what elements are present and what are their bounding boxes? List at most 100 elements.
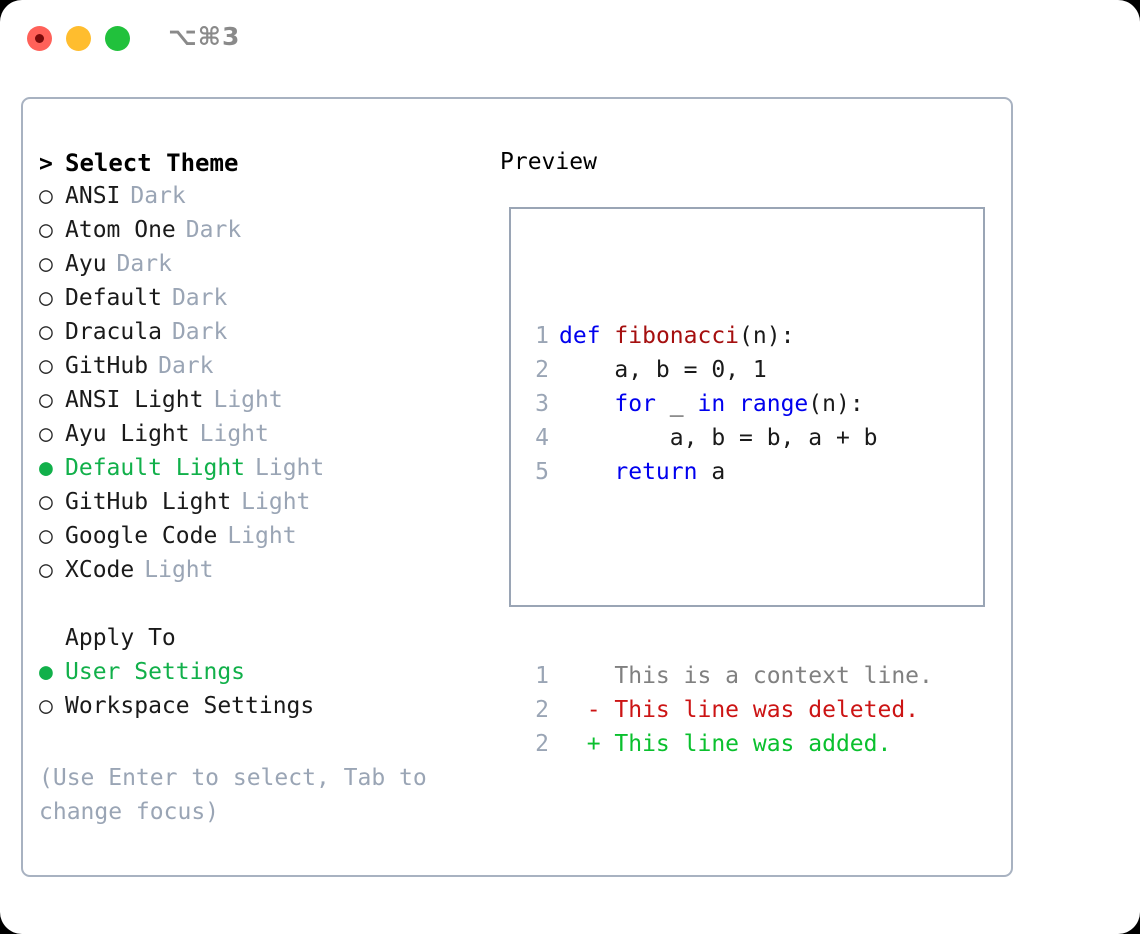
radio-unselected-icon: ○ [39, 693, 53, 719]
diff-line-ctx: 1 This is a context line. [523, 659, 933, 693]
line-number: 4 [535, 425, 549, 451]
theme-option-label: XCode [65, 557, 135, 583]
minimize-button[interactable] [66, 26, 91, 51]
line-number: 3 [535, 391, 549, 417]
code-token: a, b = 0, 1 [559, 357, 767, 383]
radio-selected-icon: ● [39, 659, 53, 685]
theme-option-tag: Dark [116, 251, 172, 277]
code-token: (n): [739, 323, 795, 349]
apply-to-option-workspace-settings[interactable]: ○Workspace Settings [39, 693, 479, 727]
diff-sign: - [559, 697, 601, 723]
code-token: a, b = b, a + b [559, 425, 878, 451]
diff-sign: + [559, 731, 601, 757]
line-number: 5 [535, 459, 549, 485]
theme-option-tag: Light [213, 387, 283, 413]
title-bar: ⌥⌘3 [0, 0, 1140, 78]
code-token [601, 323, 615, 349]
code-token: (n): [808, 391, 864, 417]
theme-option-label: Default Light [65, 455, 246, 481]
radio-unselected-icon: ○ [39, 319, 53, 345]
radio-unselected-icon: ○ [39, 285, 53, 311]
theme-option-dracula[interactable]: ○ Dracula Dark [39, 319, 479, 353]
code-token: for [614, 391, 656, 417]
theme-option-tag: Light [199, 421, 269, 447]
code-token [725, 391, 739, 417]
select-theme-title: Select Theme [65, 149, 239, 177]
theme-option-github-light[interactable]: ○ GitHub Light Light [39, 489, 479, 523]
apply-to-title: Apply To [65, 625, 176, 651]
theme-option-ansi-light[interactable]: ○ ANSI Light Light [39, 387, 479, 421]
theme-option-default-light[interactable]: ● Default Light Light [39, 455, 479, 489]
theme-option-label: Dracula [65, 319, 162, 345]
code-line: 2 a, b = 0, 1 [523, 353, 933, 387]
code-token: range [739, 391, 809, 417]
apply-to-spacer-icon [39, 627, 65, 650]
code-token: a [697, 459, 726, 485]
radio-unselected-icon: ○ [39, 183, 53, 209]
radio-unselected-icon: ○ [39, 217, 53, 243]
radio-unselected-icon: ○ [39, 557, 53, 583]
line-number: 2 [535, 697, 549, 723]
code-line: 5 return a [523, 455, 933, 489]
theme-option-label: GitHub [65, 353, 149, 379]
code-token: fibonacci [614, 323, 740, 349]
theme-option-label: ANSI Light [65, 387, 204, 413]
radio-unselected-icon: ○ [39, 387, 53, 413]
theme-option-tag: Dark [130, 183, 186, 209]
diff-text: This line was added. [600, 731, 892, 757]
code-token: return [614, 459, 698, 485]
theme-option-tag: Dark [185, 217, 242, 243]
code-token: _ [655, 391, 698, 417]
list-spacer [39, 591, 479, 625]
radio-selected-icon: ● [39, 455, 53, 481]
theme-option-tag: Light [227, 523, 297, 549]
diff-text: This line was deleted. [600, 697, 920, 723]
theme-option-label: GitHub Light [65, 489, 232, 515]
diff-line-add: 2 + This line was added. [523, 727, 933, 761]
theme-option-label: ANSI [65, 183, 121, 209]
theme-option-tag: Light [144, 557, 214, 583]
line-number: 1 [535, 663, 549, 689]
apply-to-option-label: User Settings [65, 659, 246, 685]
keyboard-shortcut-label: ⌥⌘3 [168, 22, 241, 51]
theme-option-label: Atom One [65, 217, 176, 243]
keyboard-hint-text: (Use Enter to select, Tab to change focu… [39, 765, 427, 825]
apply-to-option-user-settings[interactable]: ● User Settings [39, 659, 479, 693]
theme-option-label: Google Code [65, 523, 218, 549]
theme-option-tag: Dark [171, 319, 228, 345]
theme-option-tag: Light [255, 455, 325, 481]
select-theme-header: > Select Theme [39, 149, 479, 183]
theme-option-tag: Light [241, 489, 311, 515]
code-token [559, 459, 614, 485]
theme-option-atom-one[interactable]: ○ Atom One Dark [39, 217, 479, 251]
apply-to-header: Apply To [39, 625, 479, 659]
line-number: 2 [535, 731, 549, 757]
code-token: def [559, 323, 601, 349]
radio-unselected-icon: ○ [39, 523, 53, 549]
theme-option-xcode[interactable]: ○ XCode Light [39, 557, 479, 591]
maximize-button[interactable] [105, 26, 130, 51]
diff-line-del: 2 - This line was deleted. [523, 693, 933, 727]
theme-option-tag: Dark [171, 285, 228, 311]
radio-unselected-icon: ○ [39, 489, 53, 515]
theme-option-ansi[interactable]: ○ ANSI Dark [39, 183, 479, 217]
code-line: 4 a, b = b, a + b [523, 421, 933, 455]
code-line: 3 for _ in range(n): [523, 387, 933, 421]
theme-option-google-code[interactable]: ○ Google Code Light [39, 523, 479, 557]
close-button[interactable] [27, 26, 52, 51]
code-token: in [697, 391, 726, 417]
diff-sign [559, 663, 601, 689]
traffic-light-group [27, 26, 130, 51]
